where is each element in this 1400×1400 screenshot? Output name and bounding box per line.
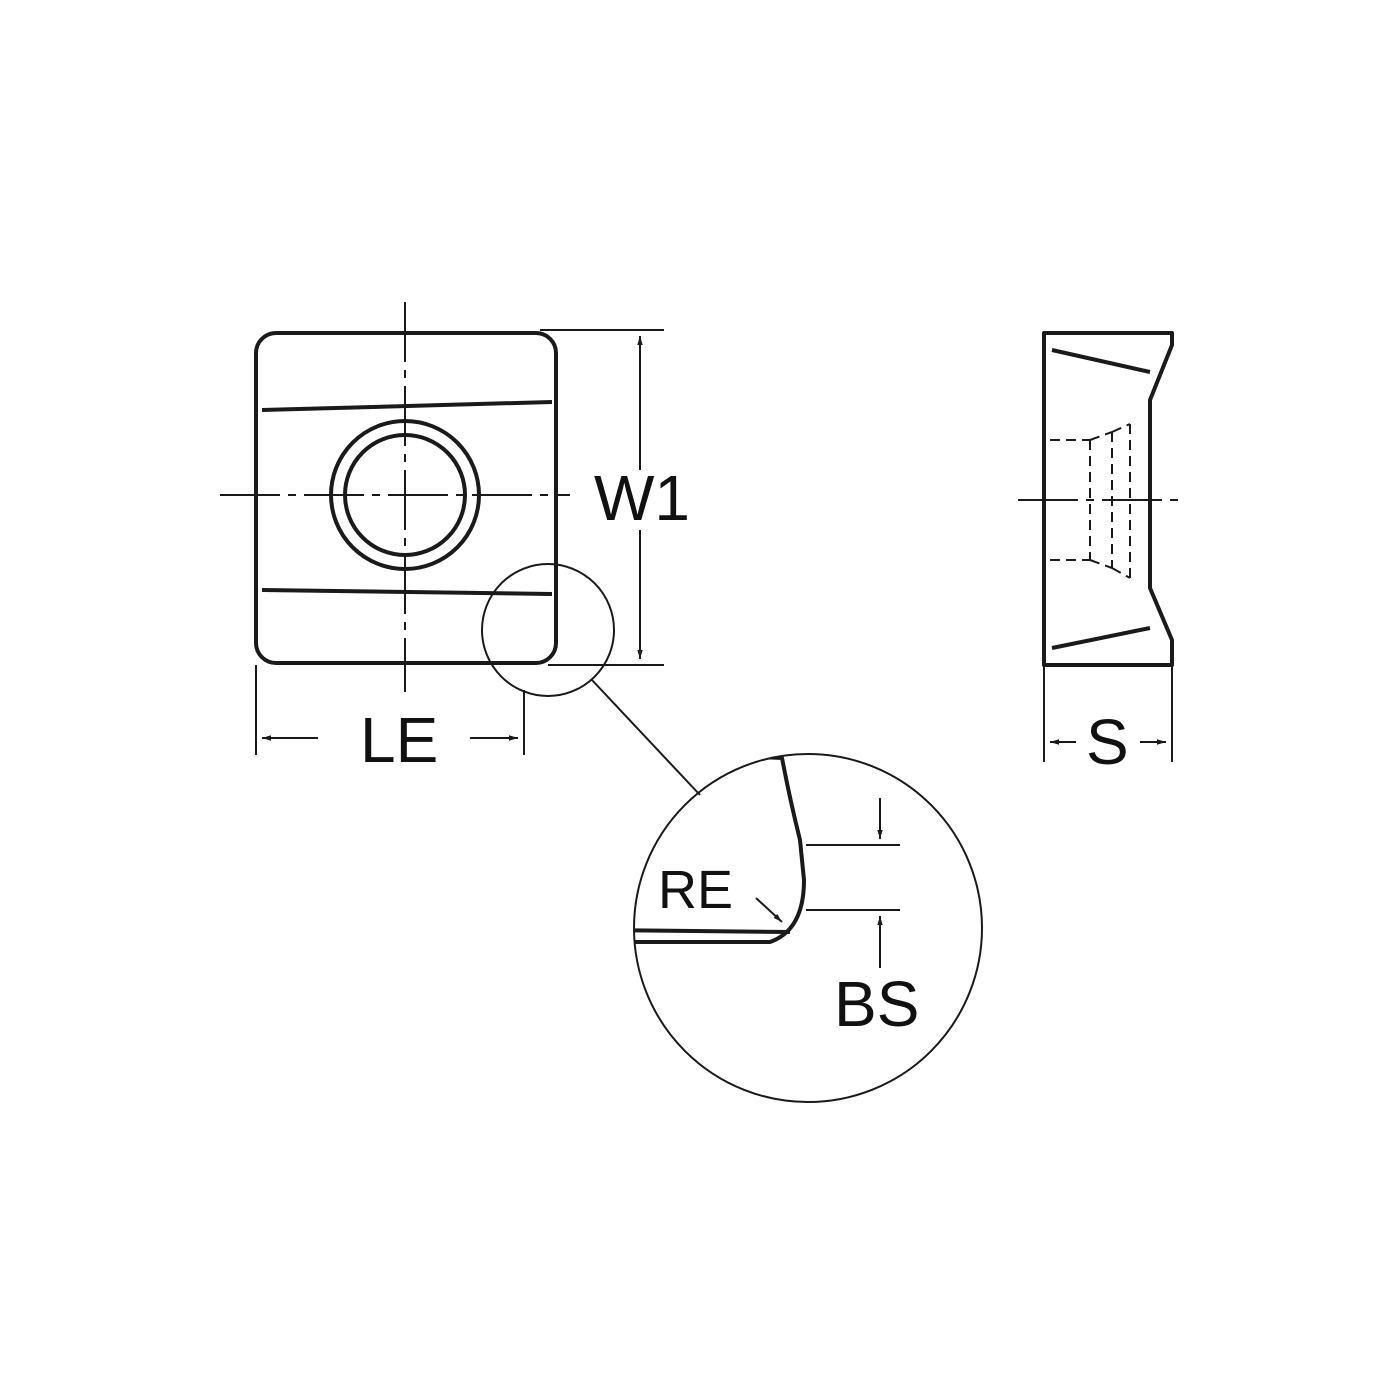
bs-label: BS bbox=[834, 968, 919, 1040]
le-label: LE bbox=[360, 704, 438, 776]
le-dimension: LE bbox=[255, 665, 525, 776]
w1-label: W1 bbox=[594, 462, 690, 534]
detail-insert-corner bbox=[634, 754, 806, 944]
detail-indicator bbox=[481, 563, 701, 796]
lower-edge-band bbox=[261, 588, 553, 596]
side-body bbox=[1042, 331, 1174, 667]
detail-callout-circle bbox=[481, 563, 615, 697]
insert-side-view bbox=[1018, 331, 1184, 667]
s-label: S bbox=[1086, 706, 1129, 778]
re-label: RE bbox=[658, 860, 733, 920]
insert-top-view bbox=[220, 302, 570, 692]
w1-dimension: W1 bbox=[540, 329, 690, 666]
corner-detail-view: BS RE bbox=[633, 753, 983, 1103]
detail-circle bbox=[633, 753, 983, 1103]
upper-edge-band bbox=[261, 400, 553, 412]
detail-leader-line bbox=[591, 679, 701, 796]
s-dimension: S bbox=[1043, 665, 1173, 778]
